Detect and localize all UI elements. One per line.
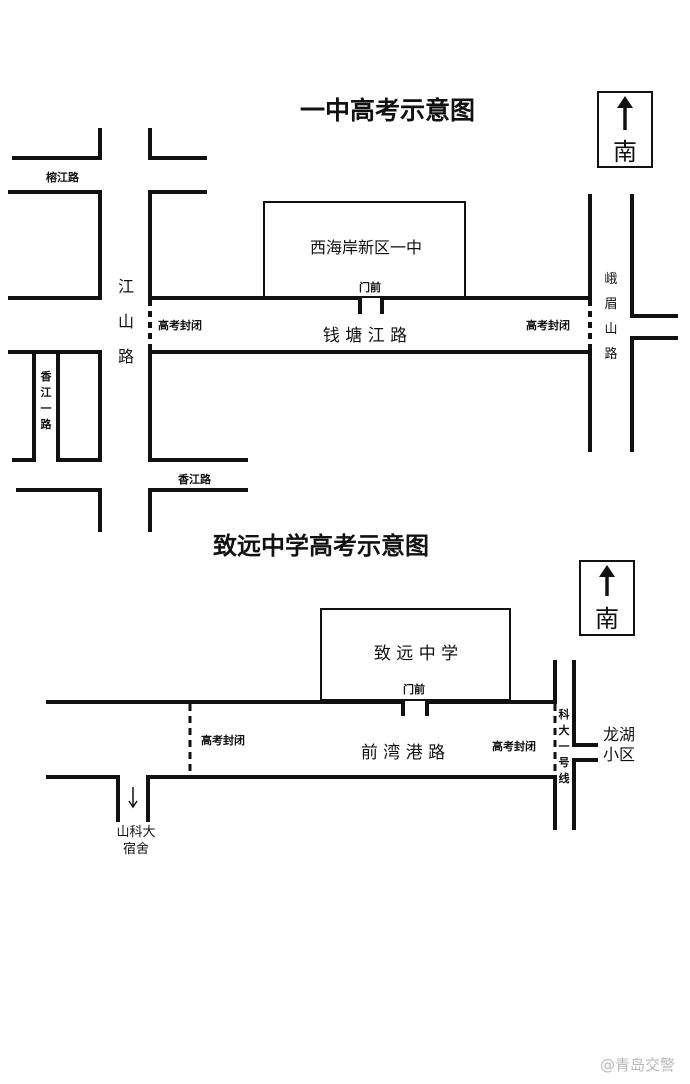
map1-road-small-char: 一 [41, 402, 52, 415]
map1-road-small-char: 香 [40, 369, 53, 383]
map1-road-small-char: 江 [41, 385, 52, 399]
map2-road-right-char: 一 [559, 740, 570, 753]
map2-closed-left: 高考封闭 [201, 733, 245, 747]
map1-road-left-char: 江 [118, 277, 134, 296]
map1-main-road: 钱 塘 江 路 [323, 326, 407, 346]
map1: 一中高考示意图 南 西海岸新区一中 门前 [8, 91, 678, 532]
map1-road-right-char: 路 [604, 346, 617, 362]
map2-road-right-char: 号 [559, 756, 570, 769]
map2-area-line2: 小区 [603, 745, 635, 764]
map1-road-left-vertical: 江 山 路 [118, 277, 134, 366]
map2-area-line1: 龙湖 [603, 725, 635, 744]
map1-road-bottom: 香江路 [177, 472, 212, 486]
map1-road-right-char: 山 [604, 322, 617, 337]
map2-main-road: 前 湾 港 路 [361, 743, 445, 763]
map1-road-left-char: 路 [118, 347, 134, 366]
arrow-head-icon [617, 96, 633, 108]
map2: 致远中学高考示意图 南 致 远 中 学 门前 [46, 532, 635, 857]
map1-road-small-vertical: 香 江 一 路 [40, 369, 53, 431]
map1-compass: 南 [597, 91, 653, 168]
map2-school-name: 致 远 中 学 [374, 644, 458, 664]
map2-closed-right: 高考封闭 [492, 739, 536, 753]
map1-closed-left: 高考封闭 [158, 318, 202, 332]
map2-title: 致远中学高考示意图 [213, 532, 429, 560]
map1-road-left-char: 山 [118, 312, 134, 331]
map1-road-lines [8, 128, 678, 532]
map2-gate-label: 门前 [403, 682, 425, 696]
map2-compass-label: 南 [595, 605, 619, 633]
map2-compass: 南 [579, 560, 635, 636]
map2-road-right-char: 科 [559, 707, 570, 721]
map2-road-right-char: 大 [559, 723, 570, 737]
map1-gate-label: 门前 [359, 280, 381, 294]
map1-compass-label: 南 [613, 138, 637, 166]
map1-road-right-vertical: 峨 眉 山 路 [604, 272, 617, 362]
map1-closed-right: 高考封闭 [526, 318, 570, 332]
map2-dorm-line1: 山科大 [116, 825, 155, 840]
watermark: @青岛交警 [600, 1056, 675, 1074]
map1-road-small-char: 路 [41, 417, 53, 431]
map1-school-building [263, 201, 466, 298]
down-arrow-head-icon [128, 800, 138, 809]
map2-dorm-line2: 宿舍 [123, 841, 149, 857]
map1-road-right-char: 峨 [604, 272, 617, 287]
map1-school-name: 西海岸新区一中 [310, 238, 422, 257]
map2-road-right-vertical: 科 大 一 号 线 [559, 707, 570, 785]
map2-road-right-char: 线 [559, 771, 570, 785]
arrow-head-icon [599, 565, 615, 577]
map2-school-building [320, 608, 511, 701]
map1-title: 一中高考示意图 [300, 96, 475, 125]
map2-road-lines [46, 660, 598, 830]
map1-road-top-left: 榕江路 [46, 170, 80, 184]
map1-road-right-char: 眉 [604, 297, 617, 312]
